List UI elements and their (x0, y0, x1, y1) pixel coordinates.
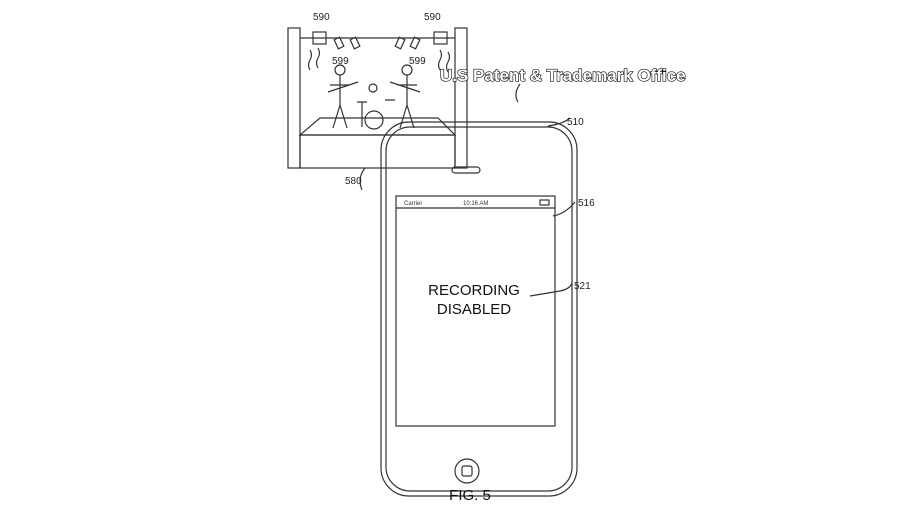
phone-device (380, 121, 578, 497)
label-580: 580 (345, 176, 362, 187)
recording-disabled-line2: DISABLED (437, 301, 511, 318)
label-510: 510 (567, 117, 584, 128)
label-590-right: 590 (424, 12, 441, 23)
status-time: 10:16 AM (463, 201, 488, 207)
phone-screen (395, 195, 556, 427)
label-590-left: 590 (313, 12, 330, 23)
label-599-right: 599 (409, 56, 426, 67)
recording-disabled-line1: RECORDING (428, 282, 520, 299)
figure-caption: FIG. 5 (449, 487, 491, 504)
home-button (454, 458, 480, 484)
speaker-left (312, 31, 327, 45)
speaker-right (433, 31, 448, 45)
watermark: U.S Patent & Trademark Office (440, 66, 686, 85)
status-carrier: Carrier (404, 201, 422, 207)
concert-stage (287, 27, 468, 169)
label-516: 516 (578, 198, 595, 209)
label-521: 521 (574, 281, 591, 292)
battery-icon (539, 199, 550, 206)
label-599-left: 599 (332, 56, 349, 67)
earpiece (451, 166, 481, 174)
